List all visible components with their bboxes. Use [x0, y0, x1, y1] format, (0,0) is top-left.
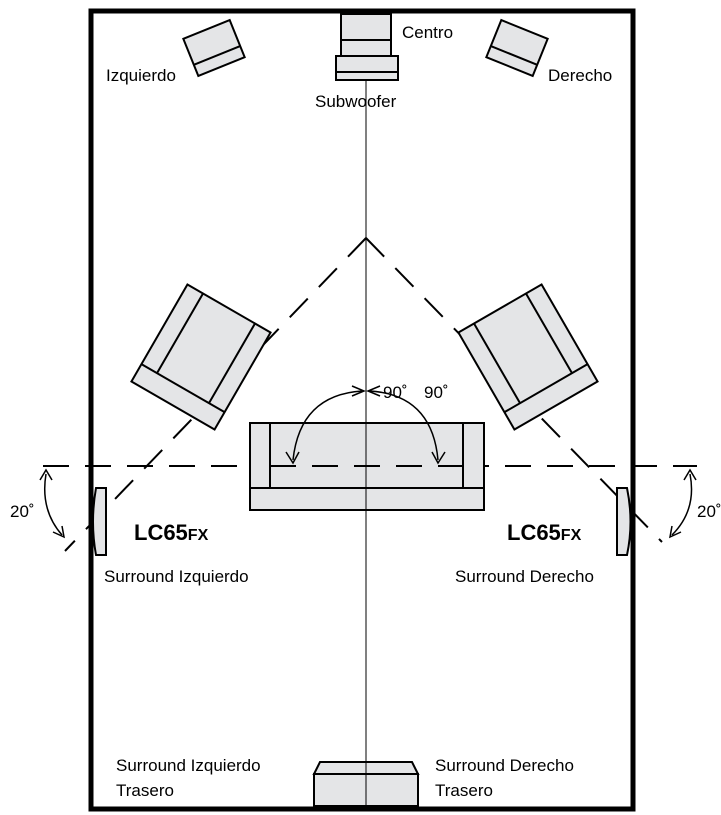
front-right-label: Derecho [548, 66, 612, 85]
left-20-arc [39, 468, 65, 539]
rear-left-label-line2: Trasero [116, 781, 174, 800]
rear-surround-speakers [312, 761, 420, 807]
right-model-label: LC65FX [507, 520, 582, 545]
left-90-label: 90˚ [383, 383, 408, 402]
subwoofer-speaker [335, 55, 399, 81]
surround-left-speaker [92, 487, 107, 556]
front-right-speaker [485, 18, 549, 78]
left-90-arc [285, 385, 366, 465]
surround-right-label: Surround Derecho [455, 567, 594, 586]
left-armchair [130, 283, 272, 431]
right-90-label: 90˚ [424, 383, 449, 402]
right-armchair [457, 283, 599, 431]
left-model-label: LC65FX [134, 520, 209, 545]
right-20-arc [669, 468, 697, 539]
rear-right-label-line1: Surround Derecho [435, 756, 574, 775]
front-left-label: Izquierdo [106, 66, 176, 85]
rear-left-label-line1: Surround Izquierdo [116, 756, 261, 775]
right-90-arc [366, 385, 446, 465]
room-wall [88, 8, 636, 812]
center-label: Centro [402, 23, 453, 42]
surround-left-label: Surround Izquierdo [104, 567, 249, 586]
subwoofer-label: Subwoofer [315, 92, 397, 111]
rear-right-label-line2: Trasero [435, 781, 493, 800]
center-speaker [340, 13, 392, 59]
front-left-speaker [182, 18, 246, 78]
left-20-label: 20˚ [10, 502, 35, 521]
right-20-label: 20˚ [697, 502, 721, 521]
surround-right-speaker [616, 487, 632, 556]
